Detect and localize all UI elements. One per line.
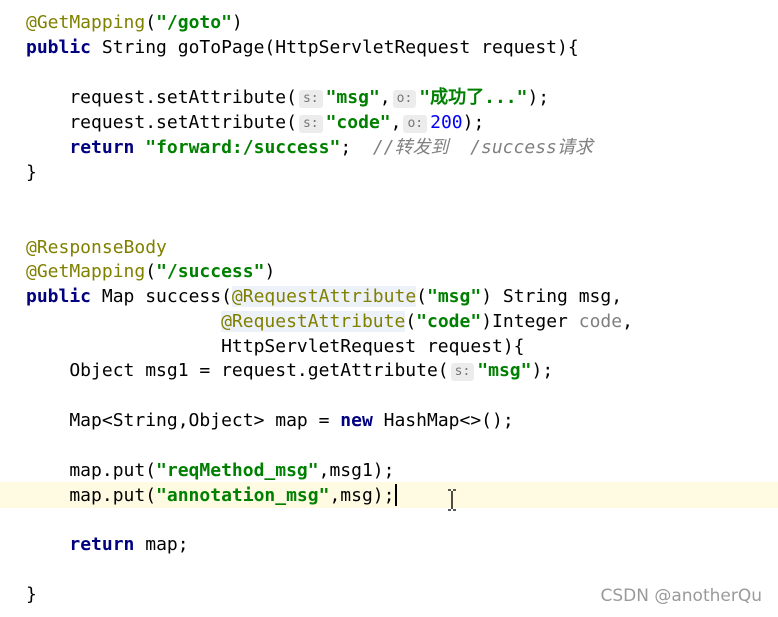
keyword: return [69, 137, 135, 158]
code-line-7[interactable]: } [26, 160, 37, 185]
comma: , [622, 311, 633, 332]
parameter-hint: o: [392, 90, 417, 108]
string-literal: "/success" [156, 261, 265, 282]
string-literal: "reqMethod_msg" [156, 460, 319, 481]
annotation-responsebody: @ResponseBody [26, 237, 167, 258]
indent [26, 534, 69, 555]
code-text: Object msg1 = request.getAttribute( [26, 360, 449, 381]
indent [26, 311, 221, 332]
string-literal: "code" [416, 311, 482, 332]
unused-parameter: code [578, 311, 623, 332]
keyword: public [26, 37, 92, 58]
code-text: ) String msg, [481, 286, 623, 307]
code-line-5[interactable]: request.setAttribute(s:"code",o:200); [26, 110, 484, 135]
code-text: request.setAttribute( [26, 87, 297, 108]
code-line-17[interactable]: Map<String,Object> map = new HashMap<>()… [26, 408, 514, 433]
semicolon: ; [340, 137, 373, 158]
annotation-getmapping: @GetMapping [26, 12, 146, 33]
string-literal: "/goto" [156, 12, 232, 33]
code-line-22[interactable]: return map; [26, 532, 189, 557]
code-line-1[interactable]: @GetMapping("/goto") [26, 10, 243, 35]
string-literal: "forward:/success" [145, 137, 341, 158]
string-literal: "annotation_msg" [156, 485, 330, 506]
parameter-hint: s: [298, 115, 323, 133]
indent [26, 137, 69, 158]
closing-brace: } [26, 584, 37, 605]
string-literal: "msg" [325, 87, 380, 108]
parameter-hint: s: [298, 90, 323, 108]
parameter-hint: o: [403, 115, 428, 133]
keyword: new [340, 410, 373, 431]
parameter-hint: s: [450, 363, 475, 381]
code-line-19[interactable]: map.put("reqMethod_msg",msg1); [26, 458, 394, 483]
string-literal: "成功了..." [419, 87, 528, 108]
method-signature: String goToPage(HttpServletRequest reque… [91, 37, 579, 58]
code-line-2[interactable]: public String goToPage(HttpServletReques… [26, 35, 579, 60]
code-text: map.put( [26, 485, 157, 506]
code-text: map.put( [26, 460, 157, 481]
string-literal: "msg" [427, 286, 482, 307]
paren: ( [145, 12, 157, 33]
paren: ( [416, 286, 427, 307]
code-line-13[interactable]: @RequestAttribute("code")Integer code, [26, 309, 633, 334]
code-text: ); [531, 360, 554, 381]
code-text: request.setAttribute( [26, 112, 297, 133]
code-line-12[interactable]: public Map success(@RequestAttribute("ms… [26, 284, 622, 309]
i-beam-cursor-icon [448, 489, 456, 511]
string-literal: "code" [325, 112, 391, 133]
current-line-highlight [0, 482, 778, 508]
code-line-15[interactable]: Object msg1 = request.getAttribute(s:"ms… [26, 358, 553, 383]
code-text: ,msg1); [318, 460, 395, 481]
comma: , [390, 112, 402, 133]
keyword: public [26, 286, 92, 307]
code-text: HttpServletRequest request){ [26, 336, 525, 357]
code-line-6[interactable]: return "forward:/success"; //转发到 /succes… [26, 135, 593, 160]
annotation-requestattribute: @RequestAttribute [221, 311, 406, 332]
paren: ( [145, 261, 157, 282]
paren: ) [231, 12, 243, 33]
number-literal: 200 [430, 112, 463, 133]
string-literal: "msg" [477, 360, 532, 381]
code-line-11[interactable]: @GetMapping("/success") [26, 259, 275, 284]
code-text: ); [462, 112, 485, 133]
code-text: Map<String,Object> map = [26, 410, 341, 431]
closing-brace: } [26, 162, 37, 183]
text-caret [395, 484, 398, 506]
code-text: HashMap<>(); [372, 410, 514, 431]
keyword: return [69, 534, 135, 555]
space [134, 137, 145, 158]
comma: , [379, 87, 391, 108]
line-comment: //转发到 /success请求 [372, 137, 593, 158]
code-line-24[interactable]: } [26, 582, 37, 607]
annotation-requestattribute: @RequestAttribute [231, 286, 417, 307]
code-line-10[interactable]: @ResponseBody [26, 235, 167, 260]
code-line-4[interactable]: request.setAttribute(s:"msg",o:"成功了...")… [26, 85, 549, 110]
code-text: ); [527, 87, 550, 108]
annotation-getmapping: @GetMapping [26, 261, 146, 282]
code-text: map; [134, 534, 189, 555]
code-line-14[interactable]: HttpServletRequest request){ [26, 334, 525, 359]
paren: ) [264, 261, 276, 282]
code-text: ,msg); [329, 485, 395, 506]
code-text: )Integer [481, 311, 579, 332]
paren: ( [405, 311, 417, 332]
code-line-20[interactable]: map.put("annotation_msg",msg); [26, 483, 398, 508]
watermark: CSDN @anotherQu [600, 586, 762, 606]
code-text: Map success( [91, 286, 232, 307]
